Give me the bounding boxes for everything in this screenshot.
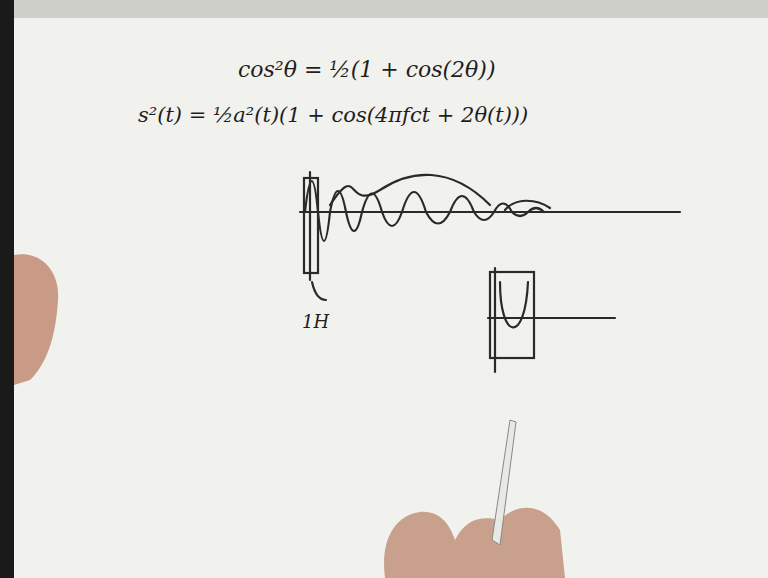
hand-left [14,254,58,385]
spectrum-sketch [488,268,615,372]
left-edge-band [0,0,14,578]
identity-formula: cos²θ = ½(1 + cos(2θ)) [238,58,496,82]
paper-top-strip [0,0,768,18]
pen [492,420,516,545]
hand-bottom [384,508,565,578]
squared-signal-formula: s²(t) = ½a²(t)(1 + cos(4πfct + 2θ(t))) [138,104,528,127]
axis-note: 1H [302,312,329,332]
